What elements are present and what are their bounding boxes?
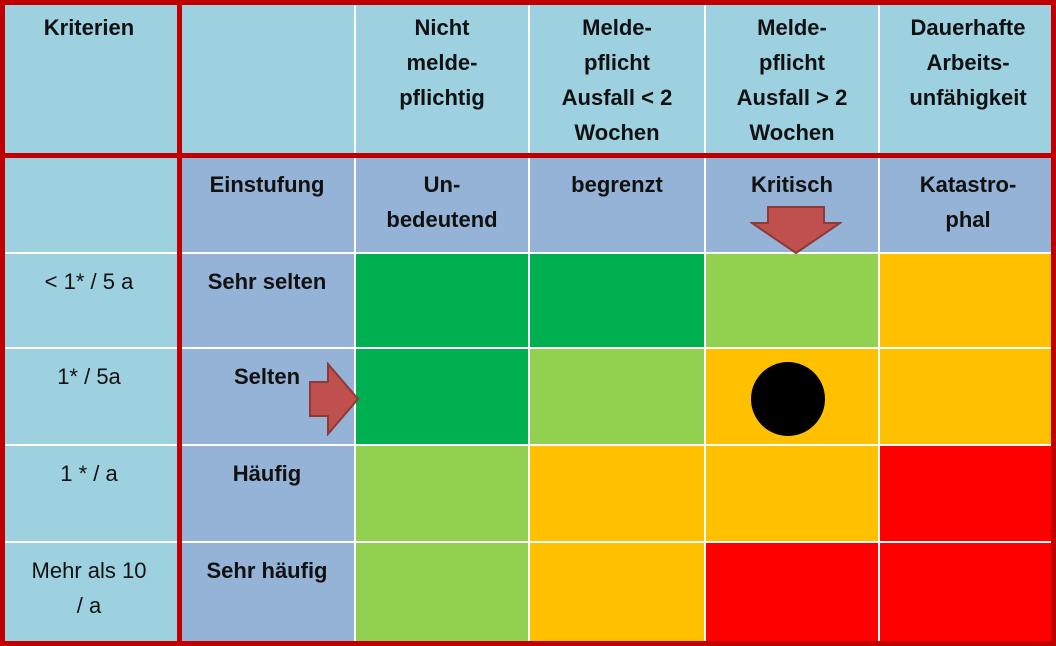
row-frequency-3-label: Häufig <box>232 461 302 486</box>
criteria-header-label: Kriterien <box>43 15 135 40</box>
severity-level-2-label: begrenzt <box>571 172 663 197</box>
risk-cell-2-4 <box>880 349 1056 444</box>
severity-criterion-4: Dauerhafte Arbeits- unfähigkeit <box>880 0 1056 155</box>
severity-level-2: begrenzt <box>530 157 704 252</box>
row-criterion-4: Mehr als 10 / a <box>0 543 178 646</box>
row-criterion-1-label: < 1* / 5 a <box>44 269 134 294</box>
risk-cell-3-3 <box>706 446 878 541</box>
header-empty-cell <box>180 0 354 155</box>
severity-criterion-2-label: Melde- pflicht Ausfall < 2 Wochen <box>561 15 673 145</box>
severity-criterion-2: Melde- pflicht Ausfall < 2 Wochen <box>530 0 704 155</box>
risk-cell-4-3 <box>706 543 878 646</box>
row-frequency-2-label: Selten <box>233 364 301 389</box>
severity-level-1: Un- bedeutend <box>356 157 528 252</box>
row-criterion-3-label: 1 * / a <box>60 461 118 486</box>
risk-cell-3-1 <box>356 446 528 541</box>
risk-cell-4-1 <box>356 543 528 646</box>
row-frequency-1: Sehr selten <box>180 254 354 347</box>
row-frequency-1-label: Sehr selten <box>207 269 327 294</box>
arrow-right-icon <box>309 362 360 436</box>
filled-circle-icon <box>751 362 825 436</box>
risk-cell-2-2 <box>530 349 704 444</box>
risk-cell-2-1 <box>356 349 528 444</box>
risk-cell-4-4 <box>880 543 1056 646</box>
risk-cell-4-2 <box>530 543 704 646</box>
risk-cell-1-4 <box>880 254 1056 347</box>
severity-criterion-1-label: Nicht melde- pflichtig <box>399 15 485 110</box>
severity-level-1-label: Un- bedeutend <box>386 172 498 232</box>
classification-label: Einstufung <box>180 157 354 252</box>
risk-cell-1-3 <box>706 254 878 347</box>
risk-cell-1-2 <box>530 254 704 347</box>
risk-cell-3-2 <box>530 446 704 541</box>
severity-criterion-3-label: Melde- pflicht Ausfall > 2 Wochen <box>736 15 848 145</box>
severity-criterion-4-label: Dauerhafte Arbeits- unfähigkeit <box>909 15 1027 110</box>
severity-criterion-3: Melde- pflicht Ausfall > 2 Wochen <box>706 0 878 155</box>
severity-criterion-1: Nicht melde- pflichtig <box>356 0 528 155</box>
arrow-down-icon <box>750 206 842 255</box>
severity-level-4-label: Katastro- phal <box>919 172 1017 232</box>
classification-empty-cell <box>0 157 178 252</box>
row-frequency-3: Häufig <box>180 446 354 541</box>
row-criterion-4-label: Mehr als 10 / a <box>31 558 147 618</box>
row-criterion-1: < 1* / 5 a <box>0 254 178 347</box>
risk-cell-1-1 <box>356 254 528 347</box>
row-criterion-2-label: 1* / 5a <box>57 364 121 389</box>
row-frequency-4: Sehr häufig <box>180 543 354 646</box>
row-frequency-4-label: Sehr häufig <box>206 558 328 583</box>
row-criterion-2: 1* / 5a <box>0 349 178 444</box>
risk-cell-3-4 <box>880 446 1056 541</box>
row-criterion-3: 1 * / a <box>0 446 178 541</box>
severity-level-4: Katastro- phal <box>880 157 1056 252</box>
severity-level-3-label: Kritisch <box>751 172 833 197</box>
criteria-header: Kriterien <box>0 0 178 155</box>
classification-label-text: Einstufung <box>209 172 325 197</box>
